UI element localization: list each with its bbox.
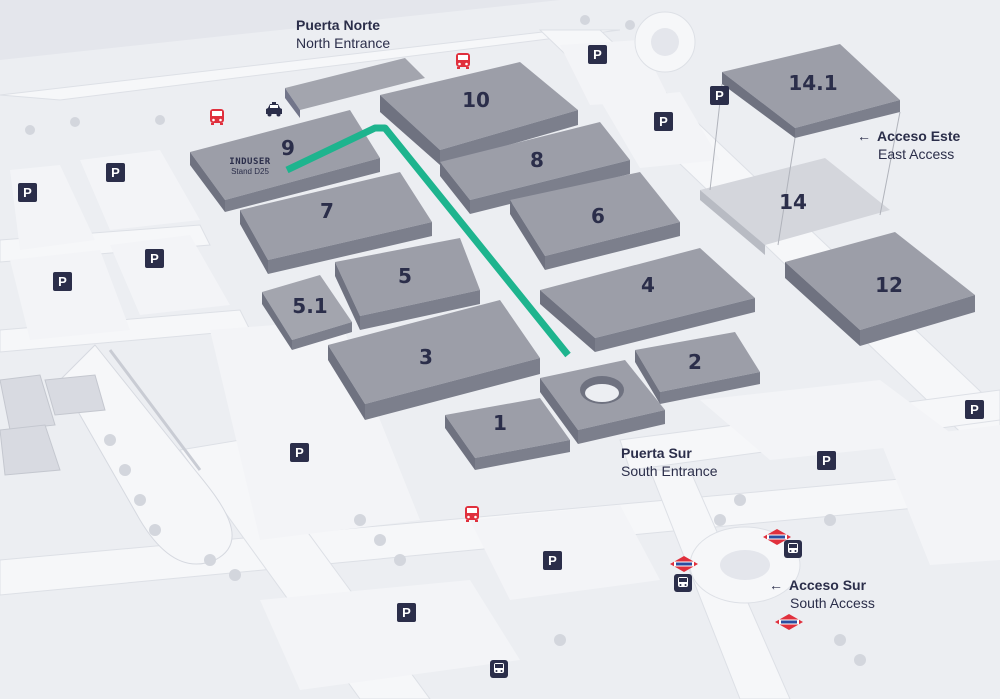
south-access-title: Acceso Sur [789,577,867,593]
hall-10-label: 10 [462,88,490,112]
hall-7-label: 7 [320,199,334,223]
parking-icon[interactable]: P [53,272,72,291]
metro-icon[interactable] [670,556,698,572]
hall-2-label: 2 [688,350,702,374]
stand-marker[interactable]: INDUSER Stand D25 [218,157,282,177]
parking-icon[interactable]: P [290,443,309,462]
south-access-arrow-icon: ← [769,577,783,593]
hall-4-label: 4 [641,273,655,297]
south-access-label: ← Acceso Sur South Access [769,576,875,612]
north-entrance-label: Puerta Norte North Entrance [296,16,390,52]
hall-8-label: 8 [530,148,544,172]
parking-icon[interactable]: P [397,603,416,622]
parking-icon[interactable]: P [18,183,37,202]
hall-1-label: 1 [493,411,507,435]
parking-icon[interactable]: P [817,451,836,470]
south-entrance-label: Puerta Sur South Entrance [621,444,718,480]
stand-number: Stand D25 [231,167,269,176]
south-entrance-subtitle: South Entrance [621,463,718,479]
north-entrance-subtitle: North Entrance [296,35,391,51]
metro-icon[interactable] [763,529,791,545]
bus-icon[interactable] [463,505,481,523]
parking-icon[interactable]: P [710,86,729,105]
hall-14-1-label: 14.1 [788,71,837,95]
east-access-title: Acceso Este [877,128,961,144]
coach-icon[interactable] [784,540,802,558]
hall-6-label: 6 [591,204,605,228]
parking-icon[interactable]: P [654,112,673,131]
parking-icon[interactable]: P [543,551,562,570]
hall-3-label: 3 [419,345,433,369]
south-access-subtitle: South Access [790,595,875,611]
stand-company: INDUSER [229,157,271,167]
parking-icon[interactable]: P [145,249,164,268]
metro-icon[interactable] [775,614,803,630]
hall-5-label: 5 [398,264,412,288]
parking-icon[interactable]: P [106,163,125,182]
hall-14-label: 14 [779,190,807,214]
east-access-subtitle: East Access [878,146,955,162]
route-line [285,124,571,358]
coach-icon[interactable] [674,574,692,592]
halls-layer [190,44,975,470]
hall-5-1-label: 5.1 [292,294,327,318]
parking-icon[interactable]: P [588,45,607,64]
south-entrance-title: Puerta Sur [621,445,692,461]
east-access-label: ← Acceso Este East Access [857,127,960,163]
east-arrow-icon: ← [857,128,871,144]
north-entrance-title: Puerta Norte [296,17,381,33]
hall-9-label: 9 [281,136,295,160]
parking-icon[interactable]: P [965,400,984,419]
bus-icon[interactable] [208,108,226,126]
taxi-icon[interactable] [265,102,283,118]
bus-icon[interactable] [454,52,472,70]
hall-12-label: 12 [875,273,903,297]
coach-icon[interactable] [490,660,508,678]
